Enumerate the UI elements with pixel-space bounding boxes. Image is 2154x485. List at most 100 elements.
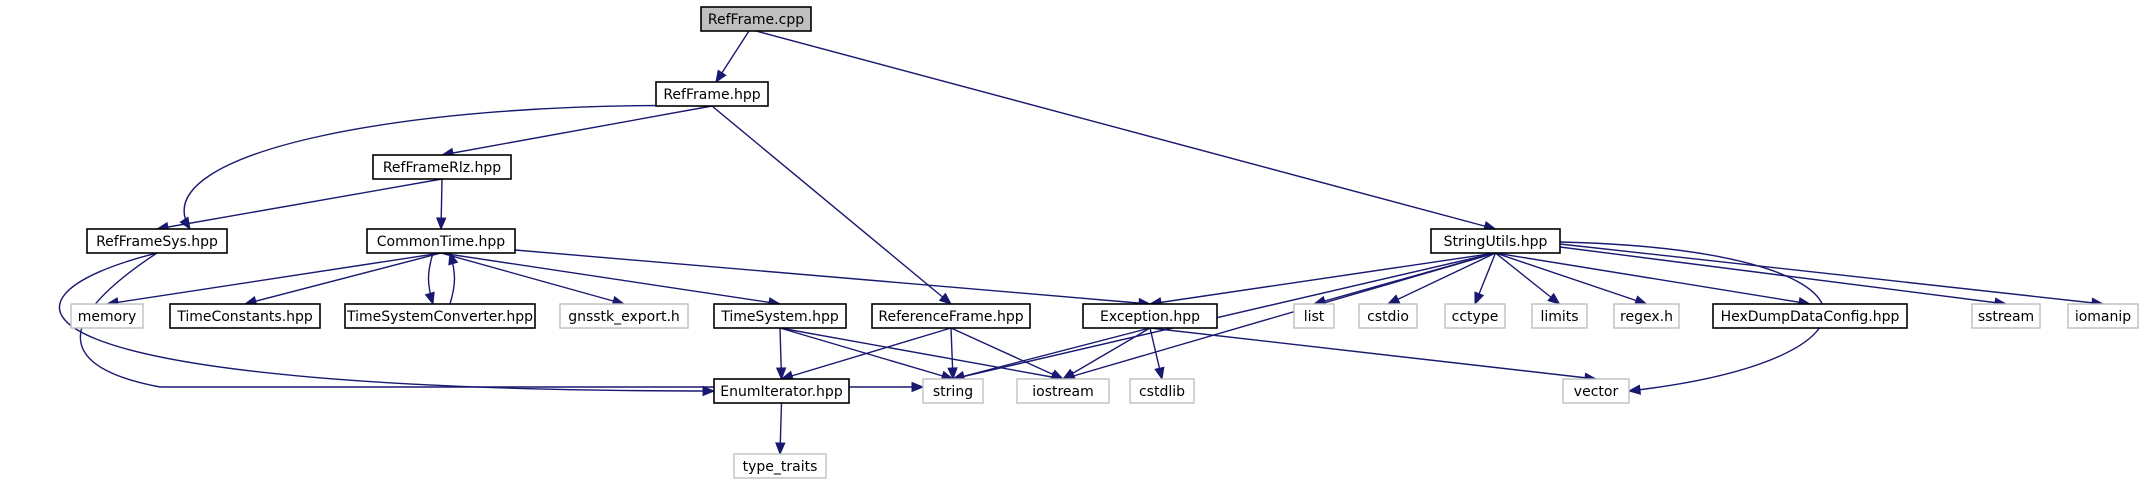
node-label-commontime-hpp: CommonTime.hpp bbox=[377, 234, 506, 250]
node-string: string bbox=[922, 378, 984, 404]
arrowhead-stringutils_hpp-to-vector bbox=[1627, 384, 1642, 395]
node-label-enumiterator-hpp: EnumIterator.hpp bbox=[720, 384, 843, 400]
edge-stringutils_hpp-to-sstream bbox=[1559, 246, 2007, 305]
node-label-cstdlib: cstdlib bbox=[1139, 384, 1185, 400]
edge-referenceframe_hpp-to-iostream bbox=[950, 327, 1064, 380]
node-box-referenceframe-hpp[interactable] bbox=[871, 303, 1031, 329]
arrowhead-stringutils_hpp-to-cctype bbox=[1474, 291, 1485, 306]
node-label-cctype: cctype bbox=[1452, 309, 1499, 325]
node-label-hexdumpdataconfig-hpp: HexDumpDataConfig.hpp bbox=[1721, 309, 1900, 325]
node-box-timesystem-hpp[interactable] bbox=[713, 303, 847, 329]
node-label-sstream: sstream bbox=[1978, 309, 2034, 325]
edge-refframesys_hpp-to-string bbox=[79, 252, 923, 388]
node-label-timeconstants-hpp: TimeConstants.hpp bbox=[176, 309, 313, 325]
node-box-vector bbox=[1562, 378, 1630, 404]
arrowhead-timesystem_hpp-to-enumiterator_hpp bbox=[775, 367, 787, 381]
node-referenceframe-hpp[interactable]: ReferenceFrame.hpp bbox=[871, 303, 1031, 329]
edge-exception_hpp-to-string bbox=[952, 327, 1151, 380]
node-type-traits: type_traits bbox=[733, 453, 827, 479]
node-label-list: list bbox=[1304, 309, 1325, 325]
edge-stringutils_hpp-to-cstdio bbox=[1387, 252, 1496, 305]
node-label-refframe-cpp: RefFrame.cpp bbox=[708, 12, 804, 28]
node-label-regex-h: regex.h bbox=[1620, 309, 1673, 325]
edge-referenceframe_hpp-to-enumiterator_hpp bbox=[781, 327, 952, 380]
node-box-cstdlib bbox=[1129, 378, 1195, 404]
node-label-limits: limits bbox=[1540, 309, 1578, 325]
arrowhead-stringutils_hpp-to-cstdio bbox=[1386, 294, 1401, 305]
edge-commontime_hpp-to-gnsstk_export_h bbox=[440, 252, 625, 305]
node-enumiterator-hpp[interactable]: EnumIterator.hpp bbox=[713, 378, 850, 404]
node-box-exception-hpp[interactable] bbox=[1082, 303, 1218, 329]
node-iostream: iostream bbox=[1016, 378, 1110, 404]
node-label-timesystem-hpp: TimeSystem.hpp bbox=[720, 309, 839, 325]
node-exception-hpp[interactable]: Exception.hpp bbox=[1082, 303, 1218, 329]
node-box-string bbox=[922, 378, 984, 404]
edge-stringutils_hpp-to-iostream bbox=[1062, 252, 1496, 380]
node-box-timesystemconverter-hpp[interactable] bbox=[344, 303, 536, 329]
node-commontime-hpp[interactable]: CommonTime.hpp bbox=[366, 228, 516, 254]
edge-refframerlz_hpp-to-refframesys_hpp bbox=[156, 178, 443, 230]
node-box-enumiterator-hpp[interactable] bbox=[713, 378, 850, 404]
node-label-vector: vector bbox=[1574, 384, 1619, 400]
edge-refframesys_hpp-to-enumiterator_hpp bbox=[58, 252, 715, 392]
edge-stringutils_hpp-to-iomanip bbox=[1559, 243, 2104, 305]
edge-commontime_hpp-to-exception_hpp bbox=[514, 249, 1151, 305]
edge-refframe_cpp-to-stringutils_hpp bbox=[755, 30, 1496, 230]
node-label-iomanip: iomanip bbox=[2075, 309, 2131, 325]
edge-refframe_hpp-to-referenceframe_hpp bbox=[711, 105, 952, 305]
edge-stringutils_hpp-to-exception_hpp bbox=[1149, 252, 1496, 305]
node-list: list bbox=[1293, 303, 1335, 329]
node-box-hexdumpdataconfig-hpp[interactable] bbox=[1712, 303, 1908, 329]
node-stringutils-hpp[interactable]: StringUtils.hpp bbox=[1430, 228, 1561, 254]
node-cctype: cctype bbox=[1444, 303, 1506, 329]
edge-stringutils_hpp-to-list bbox=[1313, 252, 1496, 305]
edge-commontime_hpp-to-memory bbox=[106, 252, 442, 305]
arrowhead-referenceframe_hpp-to-string bbox=[947, 367, 958, 381]
node-label-exception-hpp: Exception.hpp bbox=[1100, 309, 1200, 325]
node-box-timeconstants-hpp[interactable] bbox=[169, 303, 321, 329]
node-timeconstants-hpp[interactable]: TimeConstants.hpp bbox=[169, 303, 321, 329]
edge-stringutils_hpp-to-string bbox=[952, 252, 1496, 380]
node-refframe-cpp[interactable]: RefFrame.cpp bbox=[700, 6, 812, 32]
node-label-refframesys-hpp: RefFrameSys.hpp bbox=[96, 234, 218, 250]
node-box-iostream bbox=[1016, 378, 1110, 404]
edge-timesystem_hpp-to-iostream bbox=[779, 327, 1064, 380]
node-refframe-hpp[interactable]: RefFrame.hpp bbox=[655, 81, 769, 107]
node-box-sstream bbox=[1971, 303, 2041, 329]
node-box-commontime-hpp[interactable] bbox=[366, 228, 516, 254]
node-box-cctype bbox=[1444, 303, 1506, 329]
node-label-type-traits: type_traits bbox=[743, 459, 818, 475]
arrowhead-refframerlz_hpp-to-commontime_hpp bbox=[435, 217, 447, 231]
node-timesystemconverter-hpp[interactable]: TimeSystemConverter.hpp bbox=[344, 303, 536, 329]
node-memory: memory bbox=[70, 303, 144, 329]
arrowhead-refframe_cpp-to-refframe_hpp bbox=[715, 69, 727, 84]
node-box-type-traits bbox=[733, 453, 827, 479]
node-box-refframesys-hpp[interactable] bbox=[86, 228, 228, 254]
node-label-referenceframe-hpp: ReferenceFrame.hpp bbox=[878, 309, 1023, 325]
node-regex-h: regex.h bbox=[1613, 303, 1680, 329]
node-box-refframe-cpp[interactable] bbox=[700, 6, 812, 32]
node-box-list bbox=[1293, 303, 1335, 329]
node-box-stringutils-hpp[interactable] bbox=[1430, 228, 1561, 254]
edge-refframe_hpp-to-refframesys_hpp bbox=[183, 104, 713, 230]
edges-layer bbox=[58, 30, 2105, 456]
node-gnsstk-export-h: gnsstk_export.h bbox=[559, 303, 689, 329]
node-label-memory: memory bbox=[78, 309, 137, 325]
node-label-timesystemconverter-hpp: TimeSystemConverter.hpp bbox=[346, 309, 533, 325]
node-refframesys-hpp[interactable]: RefFrameSys.hpp bbox=[86, 228, 228, 254]
node-box-refframerlz-hpp[interactable] bbox=[372, 154, 512, 180]
edge-refframe_hpp-to-refframerlz_hpp bbox=[441, 105, 713, 156]
node-timesystem-hpp[interactable]: TimeSystem.hpp bbox=[713, 303, 847, 329]
edge-commontime_hpp-to-timesystem_hpp bbox=[440, 252, 781, 305]
node-hexdumpdataconfig-hpp[interactable]: HexDumpDataConfig.hpp bbox=[1712, 303, 1908, 329]
arrowhead-refframe_hpp-to-referenceframe_hpp bbox=[938, 292, 953, 305]
edge-stringutils_hpp-to-limits bbox=[1495, 252, 1560, 305]
node-box-gnsstk-export-h bbox=[559, 303, 689, 329]
arrowhead-timesystemconverter_hpp-to-commontime_hpp bbox=[448, 251, 459, 266]
node-label-refframe-hpp: RefFrame.hpp bbox=[663, 87, 760, 103]
node-iomanip: iomanip bbox=[2067, 303, 2139, 329]
node-label-string: string bbox=[933, 384, 973, 400]
node-box-refframe-hpp[interactable] bbox=[655, 81, 769, 107]
node-refframerlz-hpp[interactable]: RefFrameRlz.hpp bbox=[372, 154, 512, 180]
